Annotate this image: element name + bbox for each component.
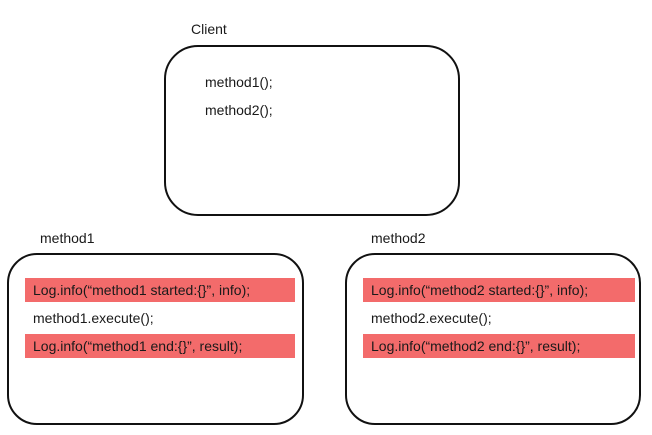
method2-execute: method2.execute(); bbox=[371, 310, 492, 326]
method1-box: Log.info(“method1 started:{}”, info); me… bbox=[7, 253, 304, 425]
method2-log-end: Log.info(“method2 end:{}”, result); bbox=[363, 334, 635, 358]
client-label: Client bbox=[191, 21, 227, 37]
method1-execute: method1.execute(); bbox=[33, 310, 154, 326]
client-box: method1(); method2(); bbox=[164, 45, 460, 216]
client-call-method2: method2(); bbox=[205, 102, 273, 118]
method2-log-start: Log.info(“method2 started:{}”, info); bbox=[363, 278, 635, 302]
method2-box: Log.info(“method2 started:{}”, info); me… bbox=[345, 253, 641, 425]
method1-label: method1 bbox=[40, 230, 95, 246]
method2-label: method2 bbox=[371, 230, 426, 246]
client-call-method1: method1(); bbox=[205, 74, 273, 90]
method1-log-end: Log.info(“method1 end:{}”, result); bbox=[25, 334, 295, 358]
method1-log-start: Log.info(“method1 started:{}”, info); bbox=[25, 278, 295, 302]
